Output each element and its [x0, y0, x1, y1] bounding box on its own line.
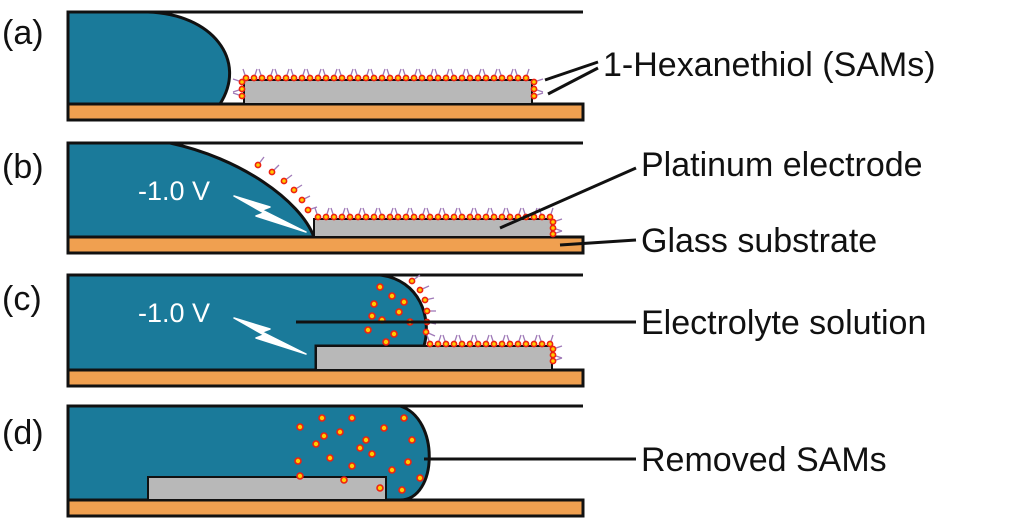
lightning-icon-c: [233, 317, 307, 355]
platinum-electrode-c: [315, 345, 553, 371]
sam-layer-a: [232, 68, 544, 100]
platinum-electrode-d: [147, 476, 387, 501]
glass-substrate-a: [66, 102, 585, 122]
label-platinum-electrode: Platinum electrode: [641, 146, 923, 184]
panel-d: (d): [2, 404, 585, 518]
panel-label-c: (c): [2, 280, 42, 318]
callout-line-platinum: [499, 166, 637, 230]
glass-substrate-b: [66, 235, 585, 255]
platinum-electrode-a: [243, 79, 533, 105]
label-removed-sams: Removed SAMs: [641, 441, 887, 479]
label-hexanethiol: 1-Hexanethiol (SAMs): [603, 46, 936, 84]
glass-substrate-c: [66, 368, 585, 388]
label-glass-substrate: Glass substrate: [641, 222, 877, 260]
callout-lines: [296, 60, 637, 461]
removed-sams-d: [294, 414, 424, 494]
callout-line-glass: [559, 238, 637, 247]
callout-line-hexanethiol-1: [544, 60, 599, 82]
electrolyte-drop-a: [66, 10, 232, 106]
panel-a: (a): [2, 10, 585, 122]
callout-line-hexanethiol-2: [547, 66, 599, 96]
sam-layer-c: [408, 274, 563, 365]
panel-c: (c) -1.0 V: [2, 273, 585, 388]
label-electrolyte-solution: Electrolyte solution: [641, 304, 926, 342]
panel-label-b: (b): [2, 148, 44, 186]
panel-label-a: (a): [2, 14, 44, 52]
voltage-label-c: -1.0 V: [138, 298, 210, 328]
sam-layer-b: [254, 156, 563, 238]
lightning-icon-b: [233, 195, 307, 233]
glass-substrate-d: [66, 498, 585, 518]
panel-label-d: (d): [2, 414, 44, 452]
panel-b: (b) -1.0 V: [2, 141, 585, 255]
voltage-label-b: -1.0 V: [138, 176, 210, 206]
